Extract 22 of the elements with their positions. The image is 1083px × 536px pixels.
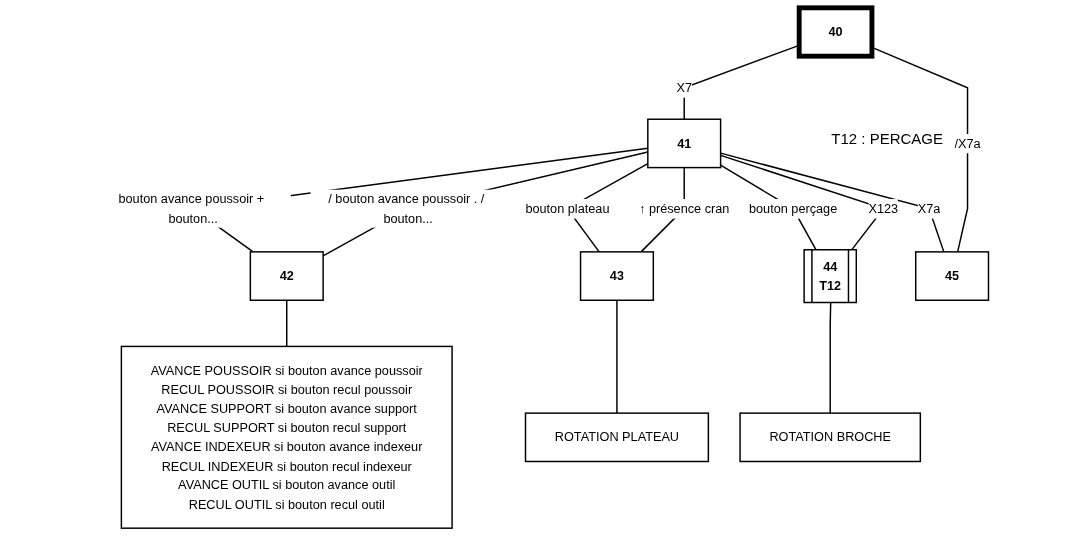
connector: [285, 299, 287, 348]
edge-label: bouton perçage: [748, 201, 837, 216]
edge-label: X7: [675, 80, 692, 95]
edge-label: bouton avance poussoir + bouton...: [117, 191, 264, 226]
edge-label: ↑ présence cran: [638, 201, 729, 216]
connector: [870, 46, 968, 253]
node-box: AVANCE POUSSOIR si bouton avance poussoir RECUL POUSSOIR si bouton recul poussoir AVANCE SUPPORT si bouton avance support RECUL SUPPORT si bouton recul support AVANCE INDEXEUR si bouton avance indexeur RECUL INDEXEUR si bouton recul indexeur AVANCE OUTIL si bouton avance outil RECUL OUTIL si bouton recul outil: [120, 345, 453, 529]
edge-label: / bouton avance poussoir . / bouton...: [327, 191, 484, 226]
edge-label: X7a: [917, 201, 940, 216]
edge-label: /X7a: [954, 135, 981, 151]
node-box: 43: [579, 251, 654, 301]
node-box: ROTATION BROCHE: [738, 412, 921, 463]
node-box: ROTATION PLATEAU: [524, 412, 709, 463]
node-box: 45: [914, 251, 989, 301]
node-box: 42: [249, 251, 324, 301]
edge-label: bouton plateau: [524, 201, 609, 216]
node-box: 40: [796, 5, 874, 59]
connector: [615, 299, 618, 414]
edge-label: X123: [868, 201, 898, 216]
connector: [829, 302, 831, 414]
node-box: 41: [646, 118, 721, 169]
title-text: T12 : PERCAGE: [831, 130, 943, 147]
